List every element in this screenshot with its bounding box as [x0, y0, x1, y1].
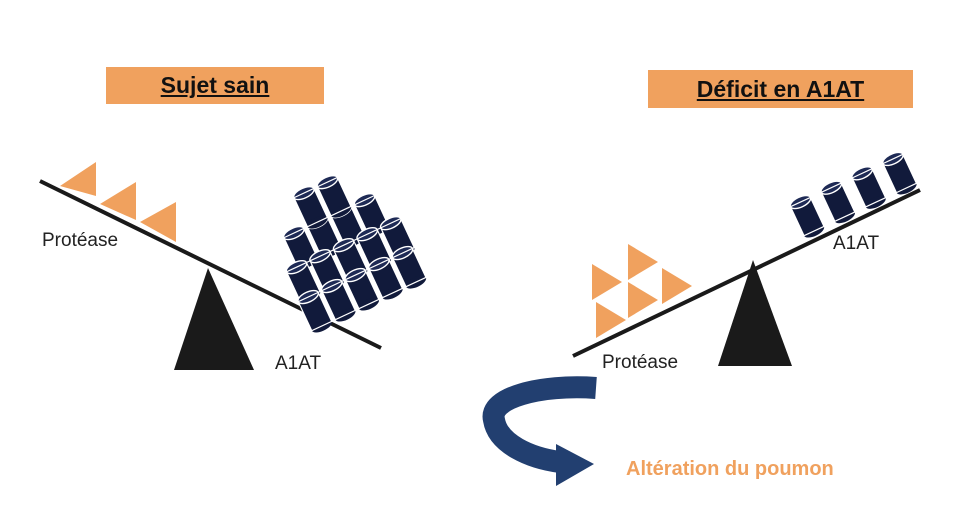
left-a1at-cans: [281, 172, 429, 336]
left-a1at-label: A1AT: [275, 353, 322, 374]
right-a1at-cans: [787, 149, 920, 241]
right-protease-triangles: [592, 244, 692, 338]
right-scale: [572, 149, 921, 366]
left-scale: [39, 162, 429, 370]
lung-alteration-label: Altération du poumon: [626, 458, 834, 480]
title-deficit: Déficit en A1AT: [648, 70, 913, 108]
right-beam: [572, 188, 921, 358]
right-protease-label: Protéase: [602, 352, 679, 373]
left-protease-triangles: [60, 162, 176, 242]
left-protease-label: Protéase: [42, 230, 119, 251]
title-healthy: Sujet sain: [106, 67, 324, 104]
right-a1at-label: A1AT: [833, 233, 880, 254]
left-fulcrum: [174, 268, 254, 370]
curved-arrow: [482, 376, 597, 486]
right-fulcrum: [718, 260, 792, 366]
